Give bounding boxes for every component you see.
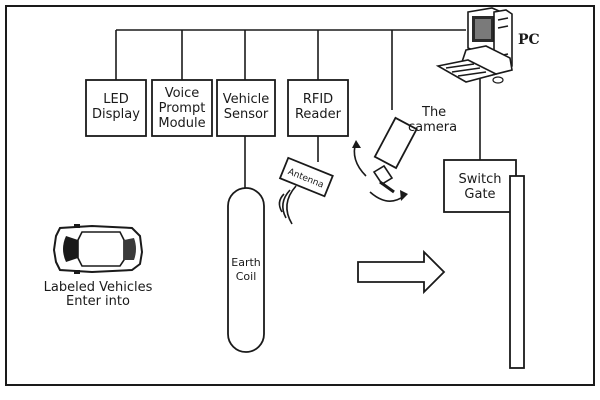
car-icon bbox=[52, 224, 144, 274]
rfid-reader-label-line1: RFID bbox=[303, 92, 333, 107]
camera-icon bbox=[372, 116, 418, 194]
earth-coil-label-line1: Earth bbox=[231, 256, 261, 269]
computer-icon bbox=[435, 7, 513, 84]
rfid-reader-box: RFID Reader bbox=[287, 79, 349, 137]
labeled-vehicles-label-line2: Enter into bbox=[66, 294, 130, 309]
connection-bus bbox=[115, 29, 481, 188]
vehicle-sensor-label-line1: Vehicle bbox=[223, 92, 270, 107]
earth-coil: Earth Coil bbox=[227, 187, 265, 353]
led-display-box: LED Display bbox=[85, 79, 147, 137]
gate-pole bbox=[509, 175, 525, 369]
voice-prompt-label-line2: Prompt bbox=[159, 101, 206, 116]
signal-waves-icon bbox=[278, 185, 297, 225]
diagram-frame bbox=[5, 5, 595, 386]
switch-gate-label-line2: Gate bbox=[464, 187, 495, 202]
voice-prompt-module-box: Voice Prompt Module bbox=[151, 79, 213, 137]
direction-arrow-icon bbox=[357, 249, 446, 295]
led-display-label-line2: Display bbox=[92, 107, 140, 122]
switch-gate: Switch Gate bbox=[443, 159, 525, 369]
voice-prompt-label-line3: Module bbox=[158, 116, 205, 131]
antenna-box: Antenna bbox=[278, 156, 334, 198]
rfid-reader-label-line2: Reader bbox=[295, 107, 342, 122]
vehicle-sensor-label-line2: Sensor bbox=[224, 107, 269, 122]
camera-label-line1: The bbox=[421, 105, 446, 120]
voice-prompt-label-line1: Voice bbox=[165, 86, 200, 101]
camera-label-line2: camera bbox=[408, 120, 457, 135]
earth-coil-label-line2: Coil bbox=[236, 270, 257, 283]
labeled-vehicles-label-line1: Labeled Vehicles bbox=[44, 280, 153, 295]
led-display-label-line1: LED bbox=[103, 92, 128, 107]
switch-gate-label-line1: Switch bbox=[459, 172, 502, 187]
camera-rotation-arrows bbox=[352, 140, 408, 202]
pc-label: PC bbox=[518, 32, 540, 48]
vehicle-sensor-box: Vehicle Sensor bbox=[216, 79, 276, 137]
